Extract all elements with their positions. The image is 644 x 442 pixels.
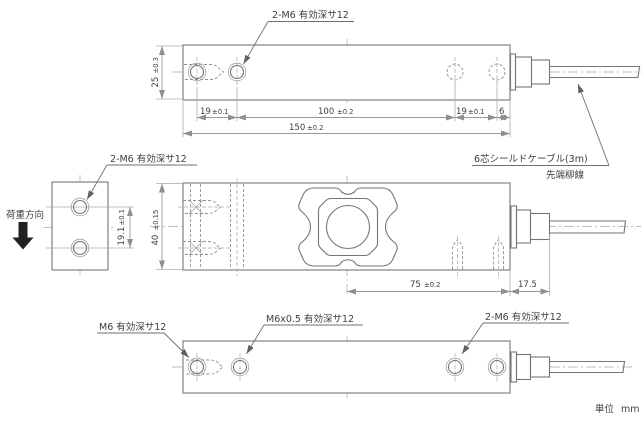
cable-gland-barrel xyxy=(529,356,551,378)
m6x05-hole xyxy=(232,359,248,375)
m6-hole xyxy=(229,64,245,80)
cable-gland-flange xyxy=(510,205,518,249)
m6-hole xyxy=(189,64,205,80)
left-side-view: 19.1 ±0.1 xyxy=(44,175,134,277)
hidden-hole xyxy=(488,63,506,81)
flexure-cutout-outline xyxy=(298,187,398,267)
bottom-2m6-leader xyxy=(461,322,484,355)
top-view: 19 ±0.1 100 ±0.2 19 ±0.1 6 150 ±0.2 25 ±… xyxy=(151,39,641,137)
side-view-body-outline xyxy=(51,181,109,271)
cable-gland-body xyxy=(515,353,532,381)
dim-19-1: 19.1 xyxy=(117,227,127,246)
m6-hole xyxy=(189,359,205,375)
cable-leader xyxy=(577,83,610,166)
cable-gland-flange xyxy=(509,53,517,91)
dim-19-right: 19 xyxy=(456,107,467,117)
bottom-view xyxy=(172,336,634,398)
load-direction-label: 荷重方向 xyxy=(6,209,44,221)
dim-75: 75 xyxy=(410,280,421,290)
dim-40: 40 xyxy=(151,235,161,246)
m6-hole xyxy=(489,359,505,375)
dim-19-1-tol: ±0.1 xyxy=(118,209,126,226)
unit-value: mm xyxy=(621,404,640,415)
hidden-hole xyxy=(446,63,464,81)
bottom-m6x05-label: M6x0.5 有効深サ12 xyxy=(266,313,354,325)
front-view-body-outline xyxy=(182,182,511,271)
dim-40-tol: ±0.15 xyxy=(152,210,160,231)
dim-100-tol: ±0.2 xyxy=(337,108,354,116)
side-hole-leader xyxy=(86,164,108,200)
m6-hole xyxy=(72,199,88,215)
dim-150: 150 xyxy=(289,123,305,133)
bottom-view-body-outline xyxy=(182,340,511,394)
flexure-inner-contour xyxy=(317,197,379,257)
cable-label: 6芯シールドケーブル(3m) xyxy=(474,153,588,165)
top-view-body-outline xyxy=(182,44,511,101)
cable xyxy=(549,220,627,234)
cable-gland-barrel xyxy=(530,59,551,85)
center-hole xyxy=(325,204,371,250)
cable xyxy=(549,360,626,374)
cable-tip-label: 先端柳線 xyxy=(546,169,585,181)
dim-19-left-tol: ±0.1 xyxy=(212,108,229,116)
tapped-hole-silhouette xyxy=(184,64,225,80)
tapped-hole-silhouette xyxy=(186,359,224,375)
dim-19-right-tol: ±0.1 xyxy=(468,108,485,116)
front-view: 75 ±0.2 17.5 40 ±0.15 xyxy=(150,176,641,296)
load-direction-arrow-icon xyxy=(12,222,34,250)
cable xyxy=(549,65,641,79)
cable-gland-flange xyxy=(510,351,518,383)
side-hole-label: 2-M6 有効深サ12 xyxy=(110,153,187,165)
m6-hole xyxy=(72,240,88,256)
bottom-m6x05-leader xyxy=(246,324,265,355)
dim-25: 25 xyxy=(151,77,161,88)
bottom-m6-label: M6 有効深サ12 xyxy=(99,321,166,333)
bottom-m6-leader xyxy=(163,332,190,358)
dim-25-tol: ±0.3 xyxy=(152,57,160,74)
annotations: 2-M6 有効深サ12 2-M6 有効深サ12 荷重方向 6芯シールドケーブル(… xyxy=(6,9,640,415)
unit-label: 単位 xyxy=(595,403,615,415)
cable-gland-body xyxy=(514,56,533,88)
dim-6: 6 xyxy=(499,107,504,117)
dim-19-left: 19 xyxy=(200,107,211,117)
cable-gland-barrel xyxy=(529,212,551,241)
top-hole-label: 2-M6 有効深サ12 xyxy=(272,9,349,21)
dim-17-5: 17.5 xyxy=(518,280,537,290)
cable-gland-body xyxy=(515,209,532,244)
top-hole-leader xyxy=(243,21,269,65)
bottom-2m6-label: 2-M6 有効深サ12 xyxy=(485,311,562,323)
dim-100: 100 xyxy=(318,107,334,117)
dim-75-tol: ±0.2 xyxy=(424,281,441,289)
m6-hole xyxy=(447,359,463,375)
dim-150-tol: ±0.2 xyxy=(307,124,324,132)
